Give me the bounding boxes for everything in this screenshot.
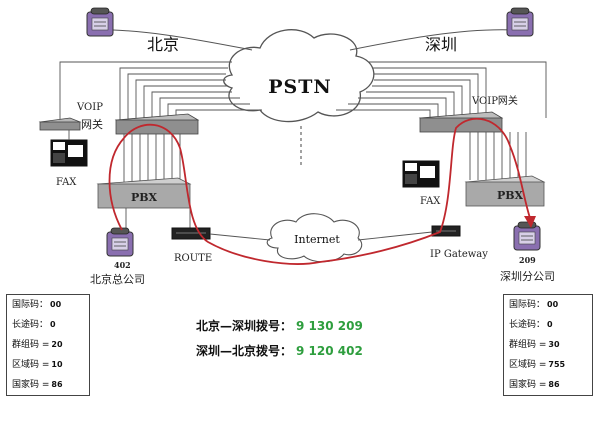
dial-beijing-to-shenzhen: 北京—深圳拨号：9 130 209 (196, 317, 363, 334)
branch-name: 深圳分公司 (500, 270, 555, 283)
code-value: 755 (548, 360, 566, 369)
code-label: 区域码 = (509, 360, 547, 370)
fax-right-icon (402, 160, 440, 188)
pbx-left (96, 177, 192, 209)
pbx-right-label: PBX (497, 189, 524, 202)
code-row: 区域码 =10 (7, 355, 89, 375)
pbx-right (464, 175, 546, 207)
pstn-label: PSTN (268, 76, 332, 98)
code-value: 0 (547, 320, 553, 329)
dial-route-label: 北京—深圳拨号： (196, 319, 293, 333)
voip-gateway-left (38, 117, 82, 131)
dial-number: 9 120 402 (296, 344, 363, 358)
fax-left-label: FAX (56, 177, 77, 188)
gateway-switch-left (114, 113, 200, 135)
internet-label: Internet (294, 233, 340, 246)
code-row: 区域码 =755 (504, 355, 592, 375)
beijing-label: 北京 (147, 35, 179, 54)
ip-gateway-device (431, 225, 461, 237)
shenzhen-pstn-line (349, 29, 515, 51)
route-label: ROUTE (174, 253, 212, 264)
voip-left-label: VOIP (76, 102, 103, 113)
code-row: 长途码：0 (7, 315, 89, 335)
dial-number: 9 130 209 (296, 319, 363, 333)
fax-right-label: FAX (420, 196, 441, 207)
pstn-trunks-left (59, 61, 262, 120)
code-row: 群组码 =20 (7, 335, 89, 355)
pstn-cloud (223, 29, 375, 123)
pbx-left-label: PBX (131, 191, 158, 204)
branch-phone-icon (513, 221, 541, 251)
code-row: 长途码：0 (504, 315, 592, 335)
hq-extension: 402 (114, 260, 131, 270)
dial-route-label: 深圳—北京拨号： (196, 344, 293, 358)
shenzhen-label: 深圳 (425, 35, 457, 54)
hq-name: 北京总公司 (90, 272, 145, 286)
code-label: 群组码 = (12, 340, 50, 350)
branch-extension: 209 (519, 255, 536, 265)
code-row: 国家码 =86 (7, 375, 89, 395)
code-row: 群组码 =30 (504, 335, 592, 355)
pstn-trunks-right (336, 61, 547, 118)
voip-right-label: VOIP网关 (471, 94, 518, 107)
voip-left-label-2: 网关 (81, 117, 103, 131)
code-label: 区域码 = (12, 360, 50, 370)
code-value: 20 (51, 340, 63, 349)
call-path (108, 117, 531, 265)
ip-gateway-label: IP Gateway (430, 249, 488, 260)
internet-to-ip-gateway (357, 231, 433, 241)
beijing-phone-icon (86, 7, 114, 37)
code-label: 国际码： (509, 300, 546, 310)
code-value: 86 (51, 380, 63, 389)
gateway-switch-right (418, 111, 504, 133)
route-to-internet (209, 233, 271, 241)
code-value: 30 (548, 340, 560, 349)
code-label: 国家码 = (509, 380, 547, 390)
dial-shenzhen-to-beijing: 深圳—北京拨号：9 120 402 (196, 342, 363, 359)
code-label: 国际码： (12, 300, 49, 310)
call-path-arrow (524, 216, 536, 228)
shenzhen-phone-icon (506, 7, 534, 37)
internet-cloud (266, 213, 363, 263)
code-row: 国际码：00 (504, 295, 592, 315)
hq-phone-icon (106, 227, 134, 257)
code-value: 00 (50, 300, 62, 309)
code-value: 10 (51, 360, 63, 369)
route-device (171, 227, 211, 240)
code-value: 86 (548, 380, 560, 389)
fax-left-icon (50, 139, 88, 167)
code-label: 群组码 = (509, 340, 547, 350)
code-row: 国际码：00 (7, 295, 89, 315)
gateway-to-pbx-right (469, 132, 527, 180)
code-label: 长途码： (12, 320, 49, 330)
gateway-to-pbx-left (123, 134, 181, 182)
code-row: 国家码 =86 (504, 375, 592, 395)
code-value: 0 (50, 320, 56, 329)
code-value: 00 (547, 300, 559, 309)
code-label: 长途码： (509, 320, 546, 330)
code-label: 国家码 = (12, 380, 50, 390)
